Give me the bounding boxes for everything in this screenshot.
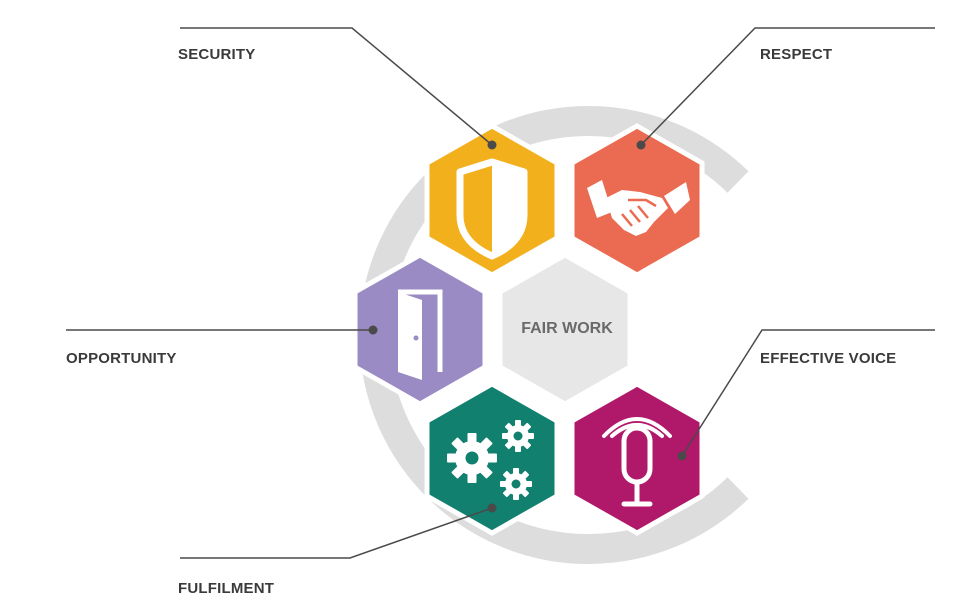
hex-effective-voice xyxy=(569,381,705,536)
hex-respect xyxy=(569,123,705,278)
hex-center xyxy=(497,252,633,407)
center-label: FAIR WORK xyxy=(521,320,613,337)
label-effective-voice: EFFECTIVE VOICE xyxy=(760,350,897,367)
gears-icon xyxy=(447,420,534,500)
leader-line-effective-voice xyxy=(681,329,935,457)
microphone-icon xyxy=(602,417,672,507)
leader-line-respect xyxy=(640,27,935,146)
dot-security xyxy=(487,140,497,150)
label-security: SECURITY xyxy=(178,46,256,63)
shield-icon xyxy=(456,158,528,260)
leader-lines xyxy=(66,27,935,559)
leader-line-security xyxy=(180,27,493,146)
leader-line-fulfilment xyxy=(180,507,493,559)
hex-opportunity xyxy=(352,252,488,407)
leader-dots xyxy=(368,140,687,513)
hex-security xyxy=(424,123,560,278)
dot-effective-voice xyxy=(677,451,687,461)
label-respect: RESPECT xyxy=(760,46,833,63)
label-fulfilment: FULFILMENT xyxy=(178,580,275,597)
door-icon xyxy=(398,289,443,380)
hex-fulfilment xyxy=(424,381,560,536)
dot-fulfilment xyxy=(487,503,497,513)
dot-opportunity xyxy=(368,325,378,335)
handshake-icon xyxy=(587,180,690,236)
label-opportunity: OPPORTUNITY xyxy=(66,350,177,367)
dot-respect xyxy=(636,140,646,150)
